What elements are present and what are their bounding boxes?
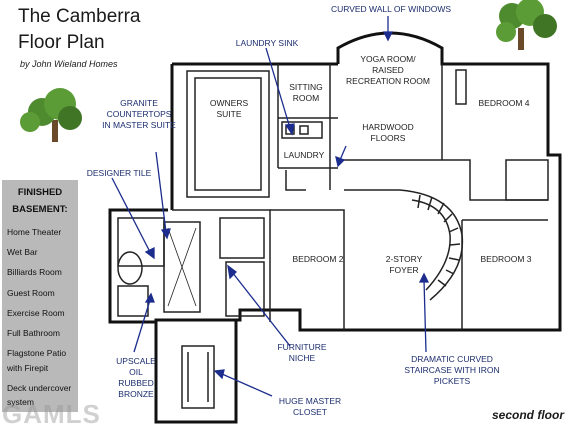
basement-item: system xyxy=(7,397,34,407)
basement-item: Full Bathroom xyxy=(7,328,60,338)
callout-huge-closet: HUGE MASTER CLOSET xyxy=(278,396,342,417)
arrow-laundry-sink xyxy=(265,47,291,129)
arrow-upscale xyxy=(133,299,151,353)
label-hardwood: HARDWOOD FLOORS xyxy=(362,122,414,143)
floor-label: second floor xyxy=(491,408,564,422)
basement-item: Wet Bar xyxy=(7,247,38,257)
basement-item: Billiards Room xyxy=(7,267,62,277)
interior-walls xyxy=(117,64,549,409)
arrow-granite xyxy=(155,151,167,233)
label-yoga-room: YOGA ROOM/ RAISED RECREATION ROOM xyxy=(346,54,430,86)
callout-staircase: DRAMATIC CURVED STAIRCASE WITH IRON PICK… xyxy=(404,354,500,386)
basement-item: Home Theater xyxy=(7,227,62,237)
arrow-hardwood xyxy=(339,145,347,161)
basement-heading: FINISHED xyxy=(17,187,63,198)
label-sitting-room: SITTING ROOM xyxy=(289,82,323,103)
label-bedroom2: BEDROOM 2 xyxy=(292,254,344,264)
page-subtitle: Floor Plan xyxy=(18,32,105,53)
basement-item: with Firepit xyxy=(7,363,49,373)
tree-right-icon xyxy=(496,0,557,50)
arrow-closet xyxy=(221,373,273,397)
basement-item: Flagstone Patio xyxy=(7,348,67,358)
callout-laundry-sink: LAUNDRY SINK xyxy=(235,38,299,48)
callout-furniture-niche: FURNITURE NICHE xyxy=(277,342,327,363)
label-foyer: 2-STORY FOYER xyxy=(385,254,423,275)
tree-left-icon xyxy=(20,88,82,142)
label-bedroom3: BEDROOM 3 xyxy=(480,254,532,264)
basement-item: Exercise Room xyxy=(7,308,65,318)
basement-features-panel: FINISHED BASEMENT: Home Theater Wet Bar … xyxy=(2,180,78,412)
label-laundry: LAUNDRY xyxy=(283,150,325,160)
mls-watermark: GAMLS xyxy=(2,399,101,429)
basement-item: Guest Room xyxy=(7,288,55,298)
callout-curved-wall: CURVED WALL OF WINDOWS xyxy=(330,4,452,14)
arrow-staircase xyxy=(423,279,427,353)
page-title: The Camberra xyxy=(18,6,141,27)
basement-item: Deck undercover xyxy=(7,383,72,393)
callout-designer-tile: DESIGNER TILE xyxy=(86,168,152,178)
callout-granite: GRANITE COUNTERTOPS IN MASTER SUITE xyxy=(102,98,176,130)
arrow-designer-tile xyxy=(111,177,151,253)
arrow-furniture-niche xyxy=(231,271,291,347)
label-bedroom4: BEDROOM 4 xyxy=(478,98,530,108)
label-owners-suite: OWNERS SUITE xyxy=(209,98,249,119)
builder-byline: by John Wieland Homes xyxy=(20,59,118,69)
basement-heading-2: BASEMENT: xyxy=(12,204,68,215)
callout-upscale: UPSCALE OIL RUBBED BRONZE xyxy=(116,356,156,399)
callout-arrows xyxy=(111,16,430,397)
